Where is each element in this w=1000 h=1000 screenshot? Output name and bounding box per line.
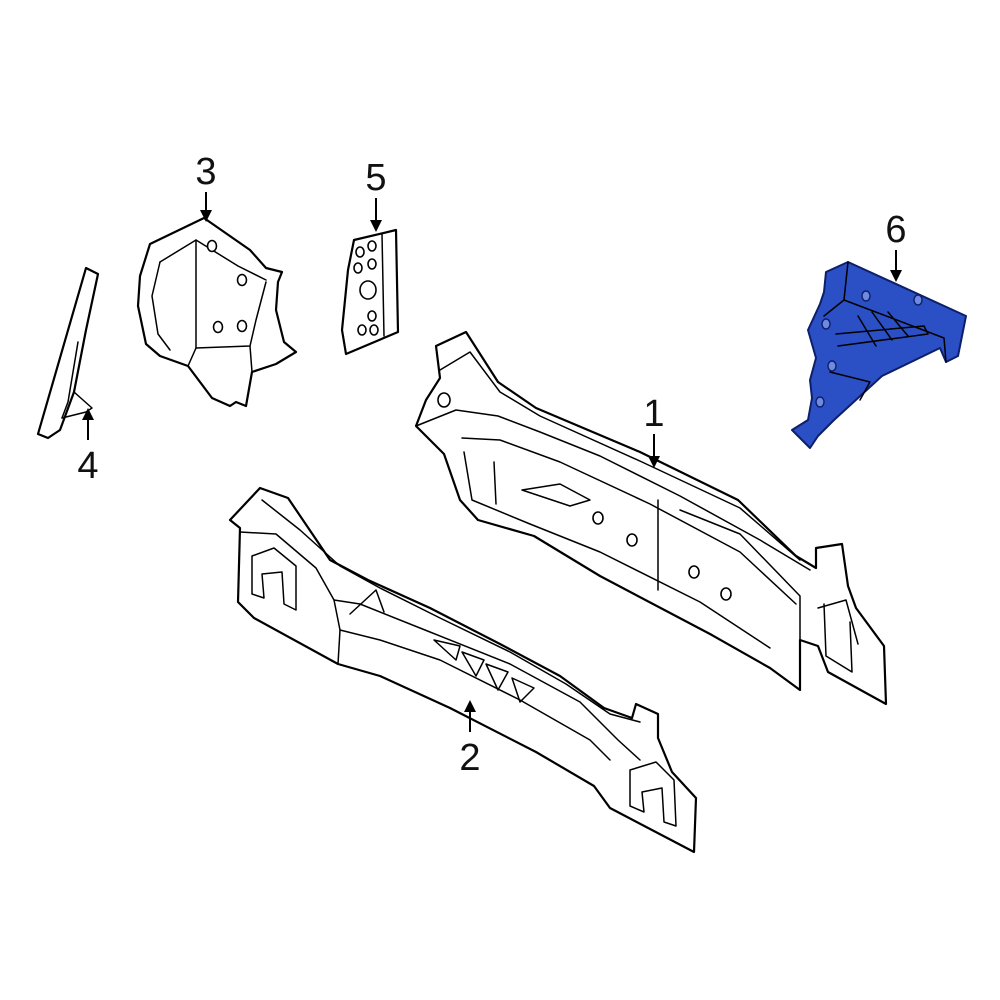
arrowhead-4 [82,408,94,420]
arrowhead-3 [200,210,212,222]
callout-label-5: 5 [365,157,386,199]
part-2[interactable] [228,486,698,854]
callout-3[interactable]: 3 [195,151,217,222]
arrowhead-5 [370,220,382,232]
callout-4[interactable]: 4 [77,408,99,487]
callout-label-2: 2 [459,737,480,779]
part-1[interactable] [414,330,888,706]
callout-5[interactable]: 5 [365,157,387,232]
callout-1[interactable]: 1 [643,393,665,468]
part-6-body [791,261,967,449]
part-5[interactable] [340,228,400,356]
part-6[interactable] [791,261,967,449]
callout-label-3: 3 [195,151,216,193]
callout-label-4: 4 [77,445,98,487]
arrowhead-1 [648,456,660,468]
arrowhead-2 [464,700,476,712]
arrowhead-6 [890,270,902,282]
part-3[interactable] [136,216,298,408]
part-4[interactable] [36,266,100,440]
callout-2[interactable]: 2 [459,700,481,779]
callout-6[interactable]: 6 [885,209,907,282]
callout-label-6: 6 [885,209,906,251]
callout-label-1: 1 [643,393,664,435]
